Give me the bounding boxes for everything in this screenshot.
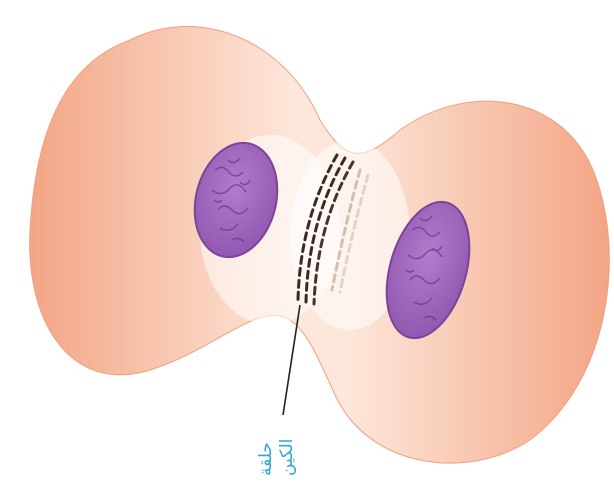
label-line-2: الكين [279,439,296,476]
actin-ring-label: حلقة الكين [252,412,312,480]
label-line-1: حلقة [258,442,275,476]
